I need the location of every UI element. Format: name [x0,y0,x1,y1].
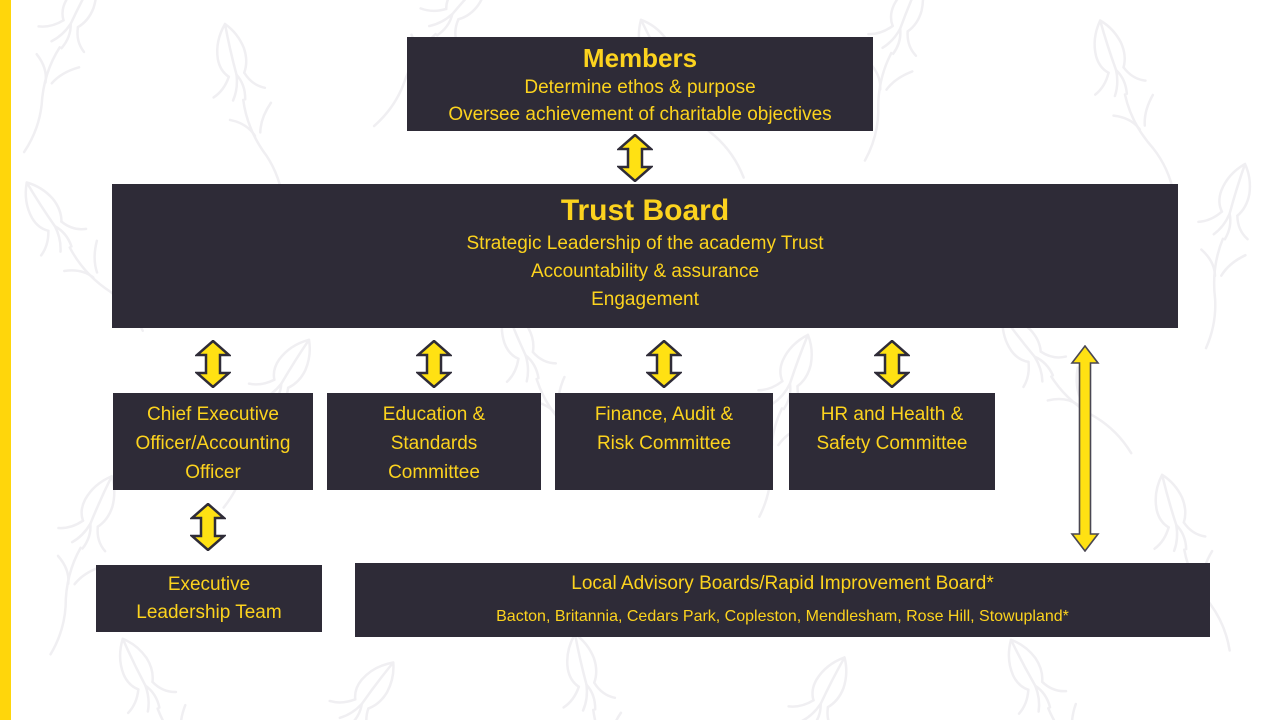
members-box: Members Determine ethos & purpose Overse… [407,37,873,131]
local-advisory-boards-schools: Bacton, Britannia, Cedars Park, Coplesto… [496,608,1069,625]
local-advisory-boards-title: Local Advisory Boards/Rapid Improvement … [571,573,994,594]
hr-health-safety-committee-box: HR and Health & Safety Committee [789,393,995,490]
ceo-accounting-officer-box: Chief Executive Officer/Accounting Offic… [113,393,313,490]
double-arrow-icon [416,340,452,388]
double-arrow-icon [190,503,226,551]
double-arrow-icon [617,134,653,182]
double-arrow-icon [646,340,682,388]
members-description: Determine ethos & purpose Oversee achiev… [448,77,832,125]
education-standards-committee-box: Education & Standards Committee [327,393,541,490]
local-advisory-boards-box: Local Advisory Boards/Rapid Improvement … [355,563,1210,637]
trust-board-title: Trust Board [560,194,730,227]
trust-board-description: Strategic Leadership of the academy Trus… [466,233,824,310]
double-arrow-icon [195,340,231,388]
trust-board-box: Trust Board Strategic Leadership of the … [112,184,1178,328]
double-arrow-icon [874,340,910,388]
left-accent-bar [0,0,11,720]
long-double-arrow-icon [1070,345,1100,552]
executive-leadership-team-box: Executive Leadership Team [96,565,322,632]
members-title: Members [582,43,698,73]
finance-audit-risk-committee-box: Finance, Audit & Risk Committee [555,393,773,490]
